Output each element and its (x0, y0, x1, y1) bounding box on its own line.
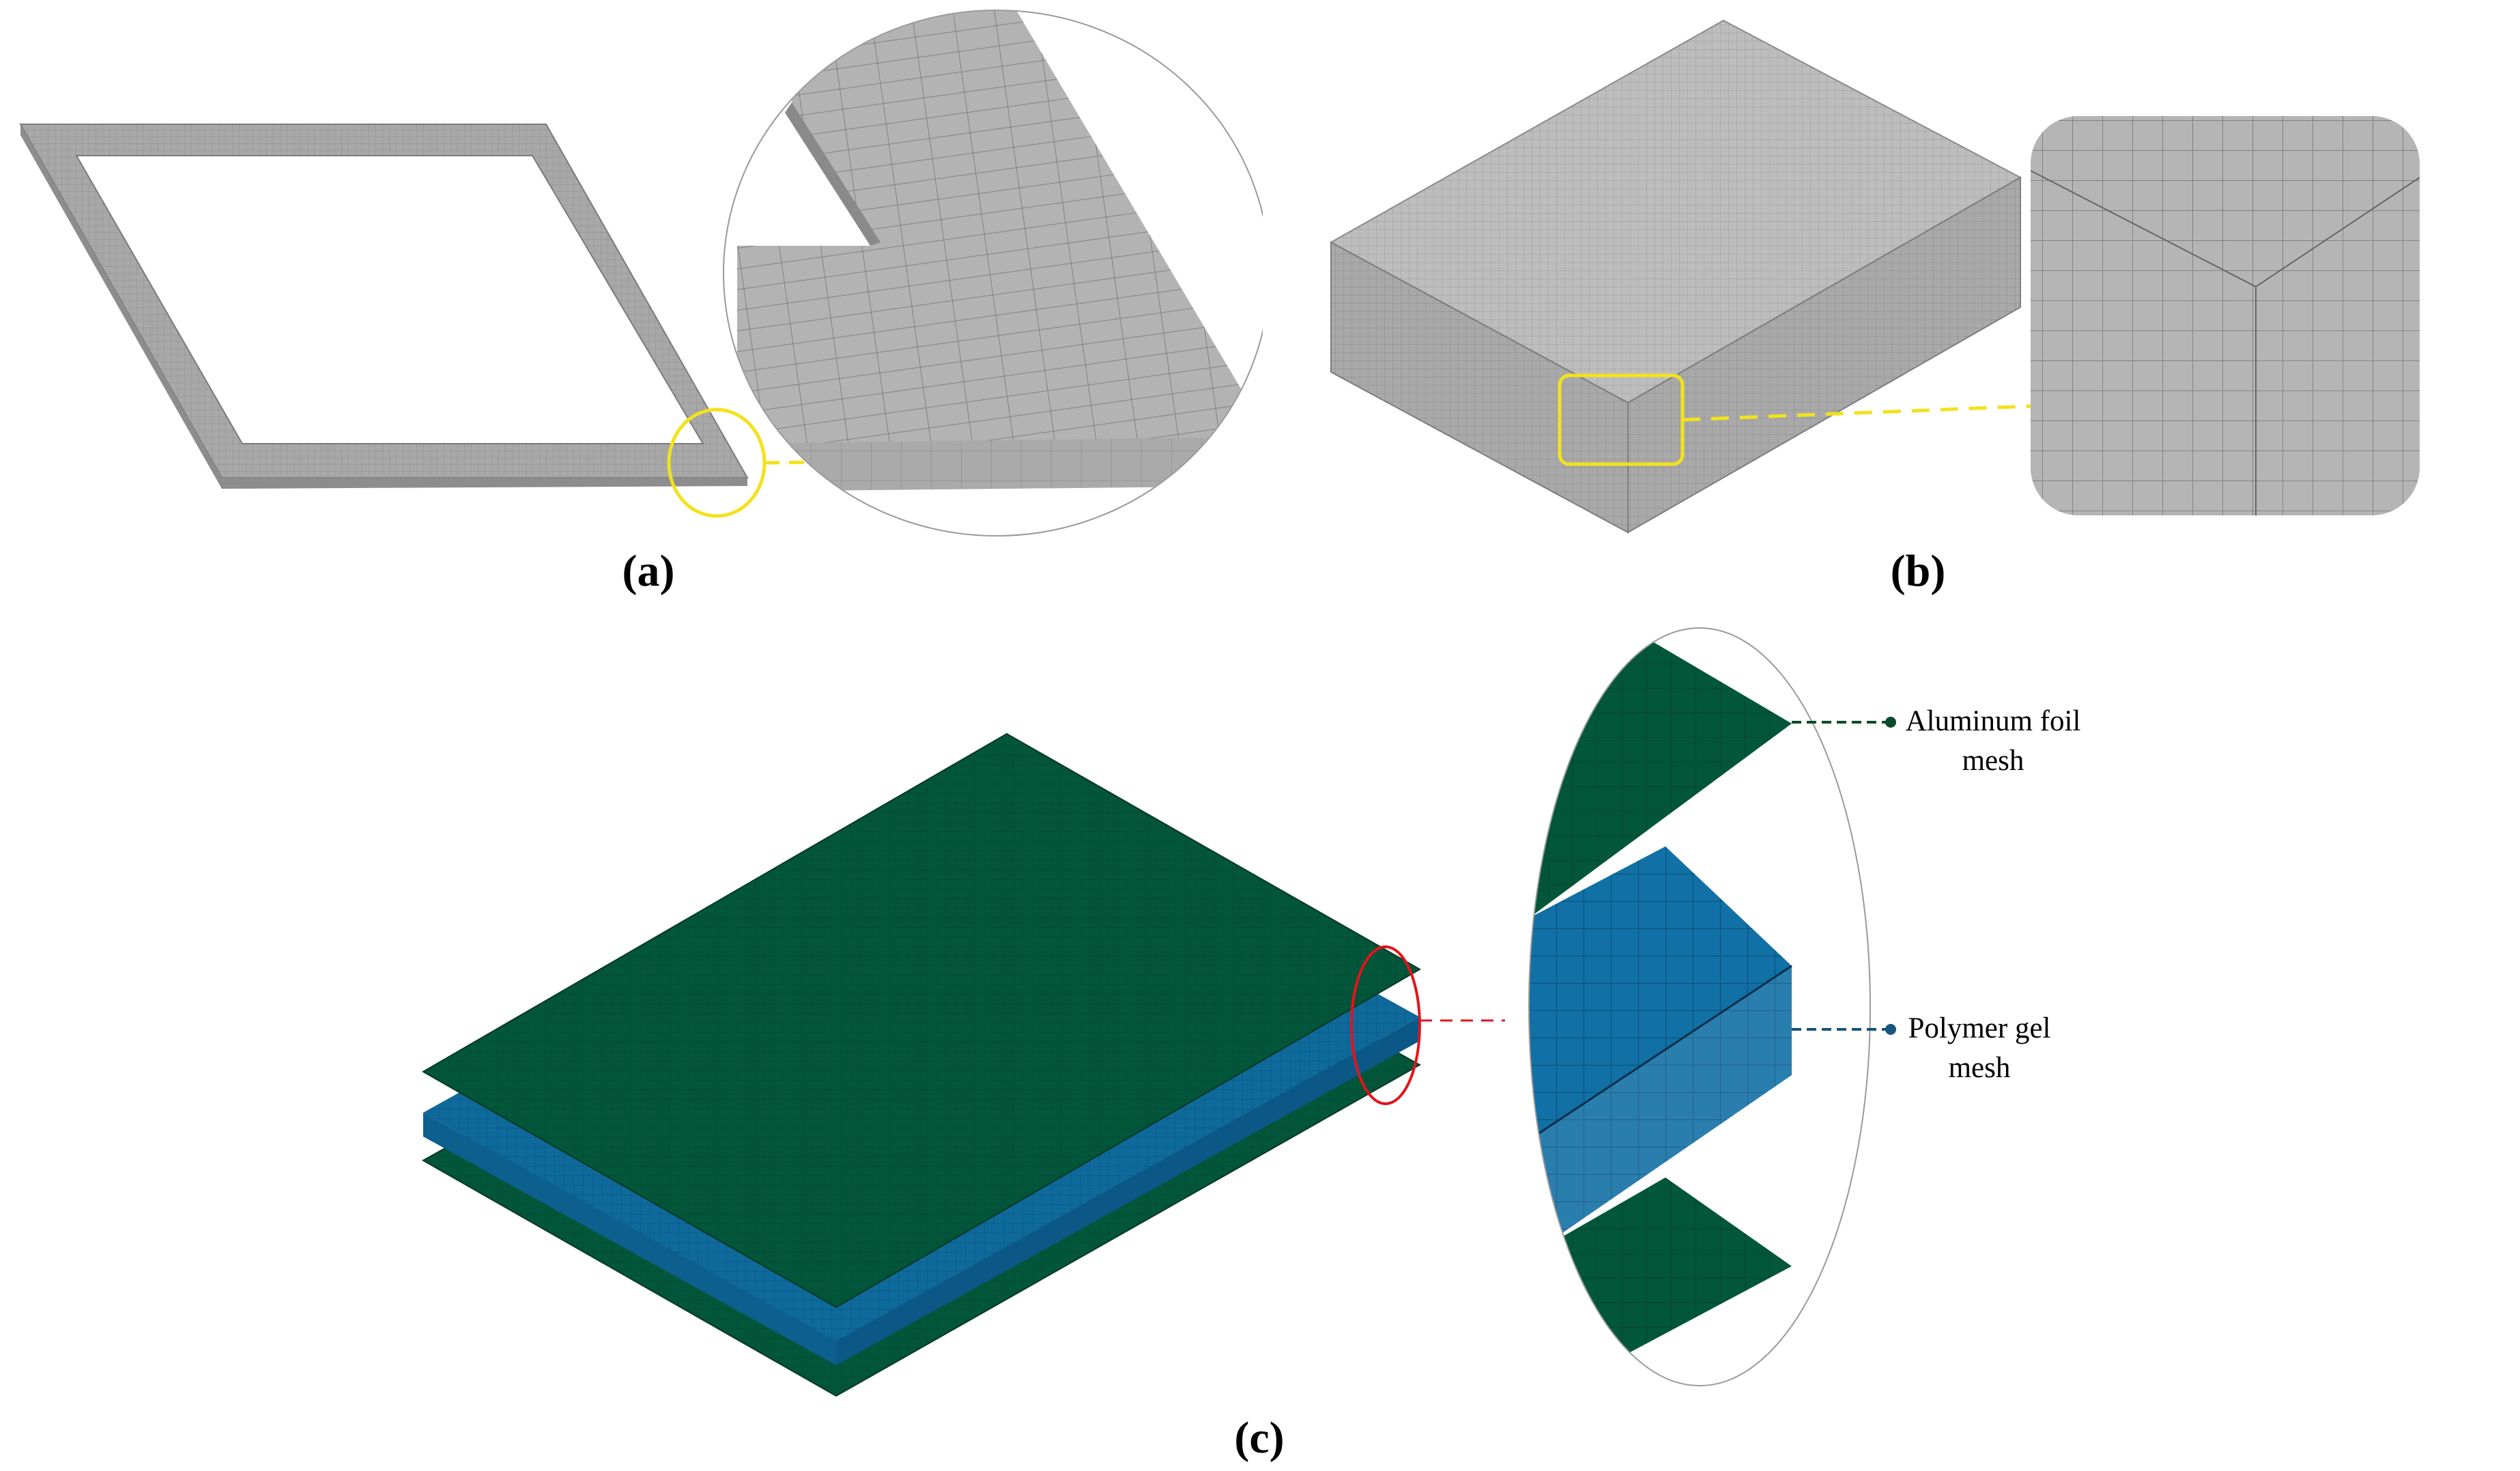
block-corner-zoom (2031, 116, 2420, 515)
block-mesh-model (1329, 19, 2022, 534)
frame-mesh-model (19, 124, 749, 489)
panel-label-b: (b) (1891, 546, 1946, 596)
panel-c: Aluminum foil mesh Polymer gel mesh (c) (421, 627, 2080, 1463)
edge-highlight-circle (1350, 945, 1421, 1105)
aluminum-callout-line2: mesh (1962, 745, 2024, 777)
layered-cell-model (421, 732, 1422, 1397)
polymer-callout-line2: mesh (1949, 1052, 2011, 1084)
panel-a: (a) (19, 7, 1304, 596)
leader-dot (1885, 717, 1896, 728)
leader-dot (1885, 1024, 1896, 1035)
frame-corner-zoom (723, 7, 1304, 539)
polymer-callout-line1: Polymer gel (1908, 1012, 2051, 1044)
layer-zoom (1528, 627, 1871, 1386)
top-aluminum-foil (421, 732, 1422, 1309)
zoom-connector-line (1682, 404, 2031, 422)
panel-label-a: (a) (622, 546, 675, 596)
panel-b: (b) (1329, 19, 2420, 596)
aluminum-callout-line1: Aluminum foil (1906, 705, 2081, 737)
panel-label-c: (c) (1234, 1413, 1284, 1463)
aluminum-foil-callout: Aluminum foil mesh (1792, 705, 2080, 777)
polymer-gel-callout: Polymer gel mesh (1792, 1012, 2051, 1084)
